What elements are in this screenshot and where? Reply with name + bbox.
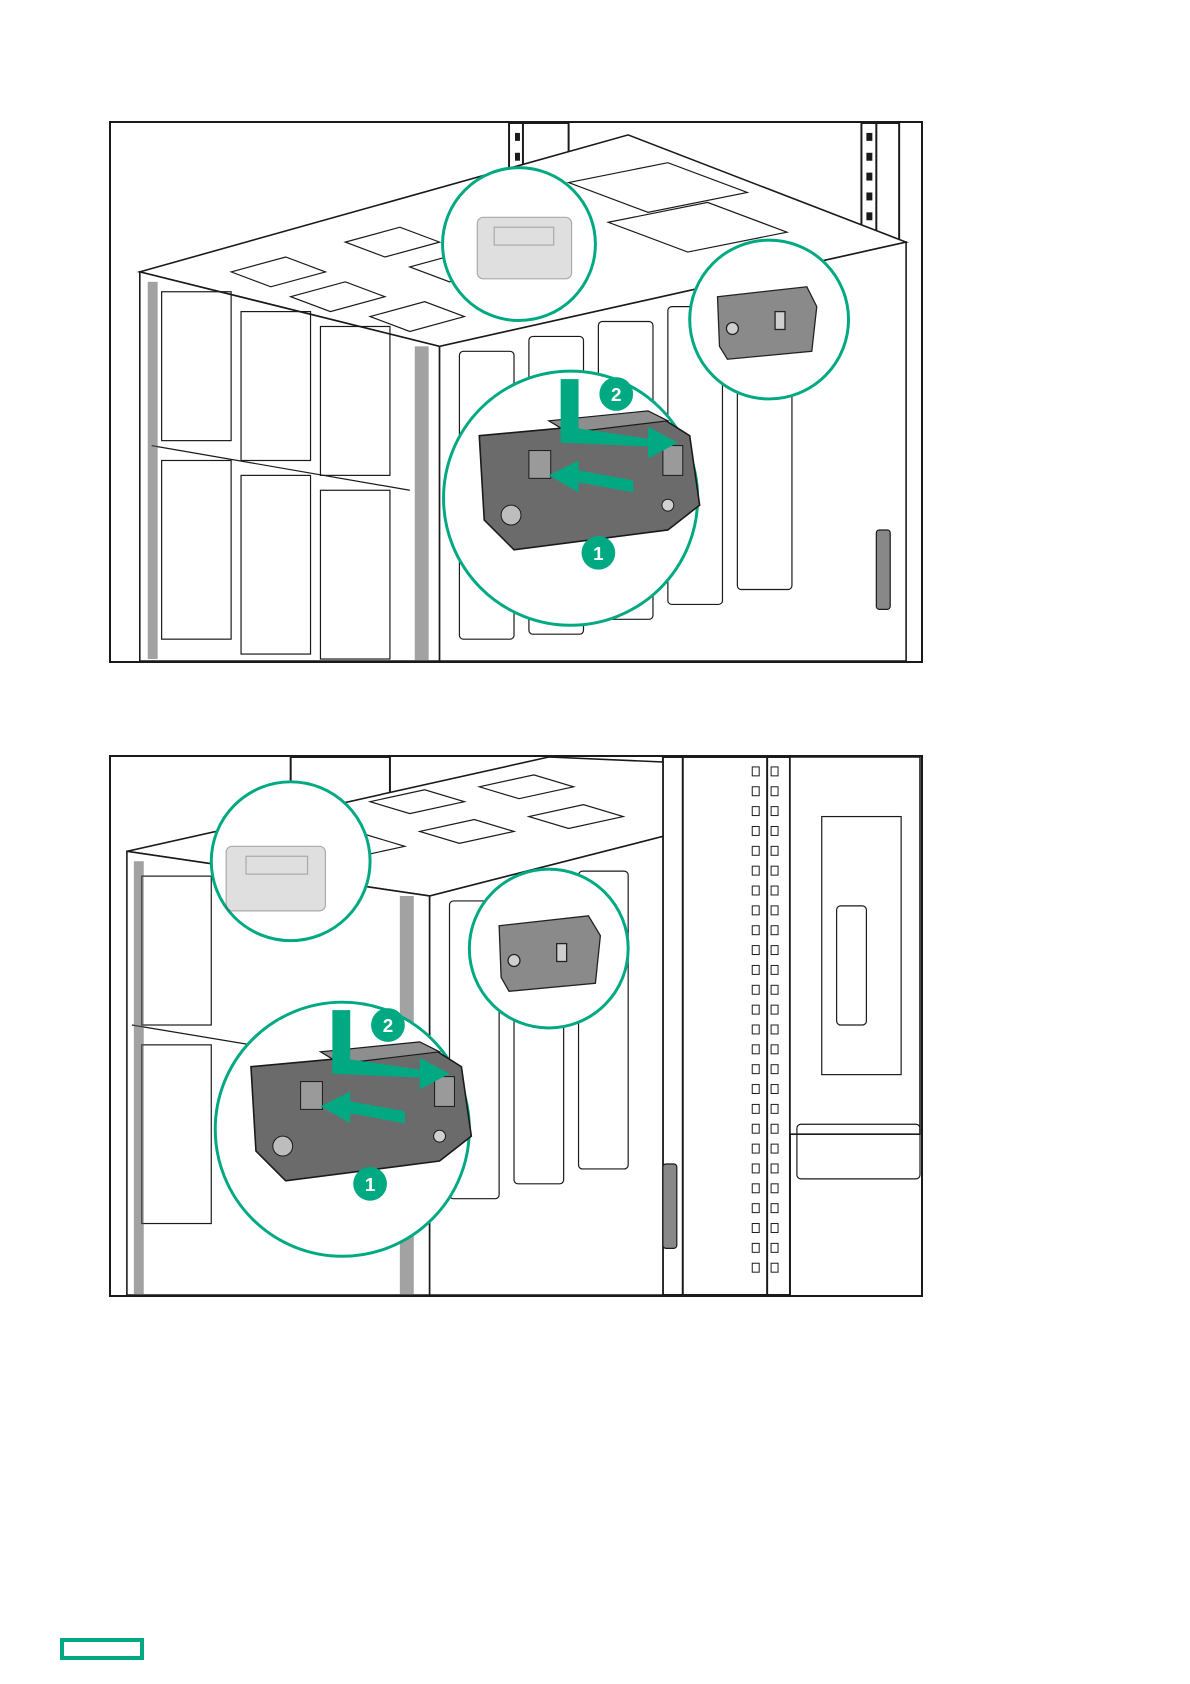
callout-number-1: 1 <box>593 543 603 564</box>
enclosure-rack-illustration-2: 2 1 <box>111 757 921 1295</box>
illustration-figure-1: 2 1 <box>109 121 923 663</box>
illustration-figure-2: 2 1 <box>109 755 923 1297</box>
callout-number-2: 2 <box>611 384 621 405</box>
callout-badge-1: 1 <box>353 1167 387 1201</box>
callout-badge-2: 2 <box>371 1008 405 1042</box>
hpe-logo-icon <box>60 1638 144 1660</box>
callout-number-1: 1 <box>365 1174 375 1195</box>
callout-badge-1: 1 <box>582 536 616 570</box>
callout-badge-2: 2 <box>599 377 633 411</box>
callout-number-2: 2 <box>383 1015 393 1036</box>
enclosure-rack-illustration-1: 2 1 <box>111 123 921 661</box>
